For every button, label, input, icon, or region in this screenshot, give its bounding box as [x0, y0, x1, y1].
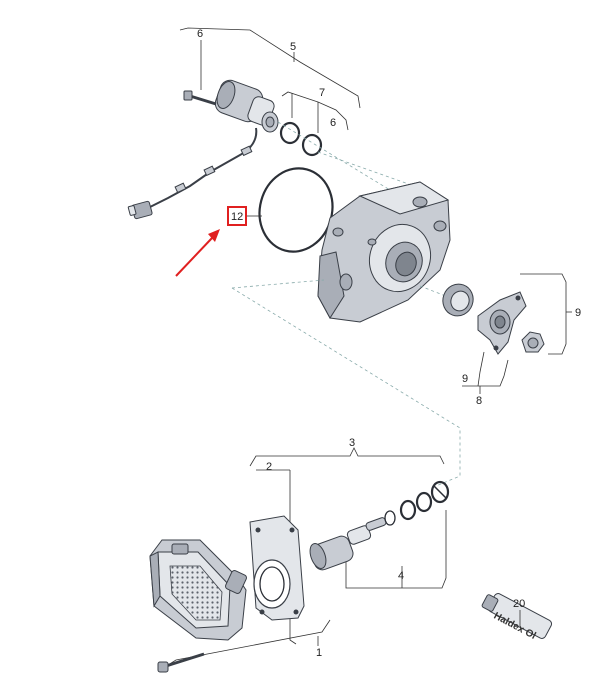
o-ring-small-1[interactable] — [279, 121, 301, 145]
motor-cable[interactable] — [127, 127, 258, 220]
callout-6-ring[interactable]: 6 — [330, 117, 336, 129]
o-ring-small-2[interactable] — [301, 133, 323, 157]
align-line-4 — [231, 287, 461, 487]
drive-flange[interactable] — [477, 291, 527, 355]
bracket-9-bottom — [462, 351, 485, 387]
callout-5[interactable]: 5 — [290, 41, 296, 53]
o-ring-4b[interactable] — [399, 499, 417, 521]
shaft-seal[interactable] — [438, 280, 477, 320]
callout-8[interactable]: 8 — [476, 395, 482, 407]
gasket-plate[interactable] — [249, 515, 305, 621]
bracket-5 — [179, 27, 361, 109]
bracket-7 — [281, 91, 349, 133]
callout-9-bottom[interactable]: 9 — [462, 373, 468, 385]
bracket-9-right — [520, 273, 567, 355]
pump-housing[interactable] — [317, 181, 451, 323]
bracket-3 — [249, 447, 445, 467]
bracket-4 — [345, 510, 447, 589]
callout-3[interactable]: 3 — [349, 437, 355, 449]
callout-6-top[interactable]: 6 — [197, 28, 203, 40]
callout-1[interactable]: 1 — [316, 647, 322, 659]
callout-12-highlight-box — [227, 206, 247, 226]
motor-bolt[interactable] — [183, 90, 217, 106]
callout-4[interactable]: 4 — [398, 570, 404, 582]
align-line-2 — [317, 151, 421, 189]
align-line-1 — [277, 121, 391, 191]
callout-12[interactable]: 12 — [231, 211, 243, 223]
pump-motor[interactable] — [213, 78, 279, 133]
o-ring-4a[interactable] — [384, 510, 396, 526]
highlight-arrow — [175, 229, 220, 277]
o-ring-4c[interactable] — [415, 491, 433, 513]
align-line-3 — [231, 279, 325, 289]
bracket-8 — [478, 359, 509, 387]
cable-connector[interactable] — [127, 200, 153, 220]
control-unit-bolt[interactable] — [157, 652, 205, 673]
flange-nut[interactable] — [521, 331, 545, 353]
callout-20[interactable]: 20 — [513, 598, 525, 610]
circlip[interactable] — [430, 480, 450, 504]
control-unit[interactable] — [149, 539, 247, 641]
solenoid-valve[interactable] — [307, 517, 387, 572]
callout-7[interactable]: 7 — [319, 87, 325, 99]
callout-9-right[interactable]: 9 — [575, 307, 581, 319]
callout-2[interactable]: 2 — [266, 461, 272, 473]
